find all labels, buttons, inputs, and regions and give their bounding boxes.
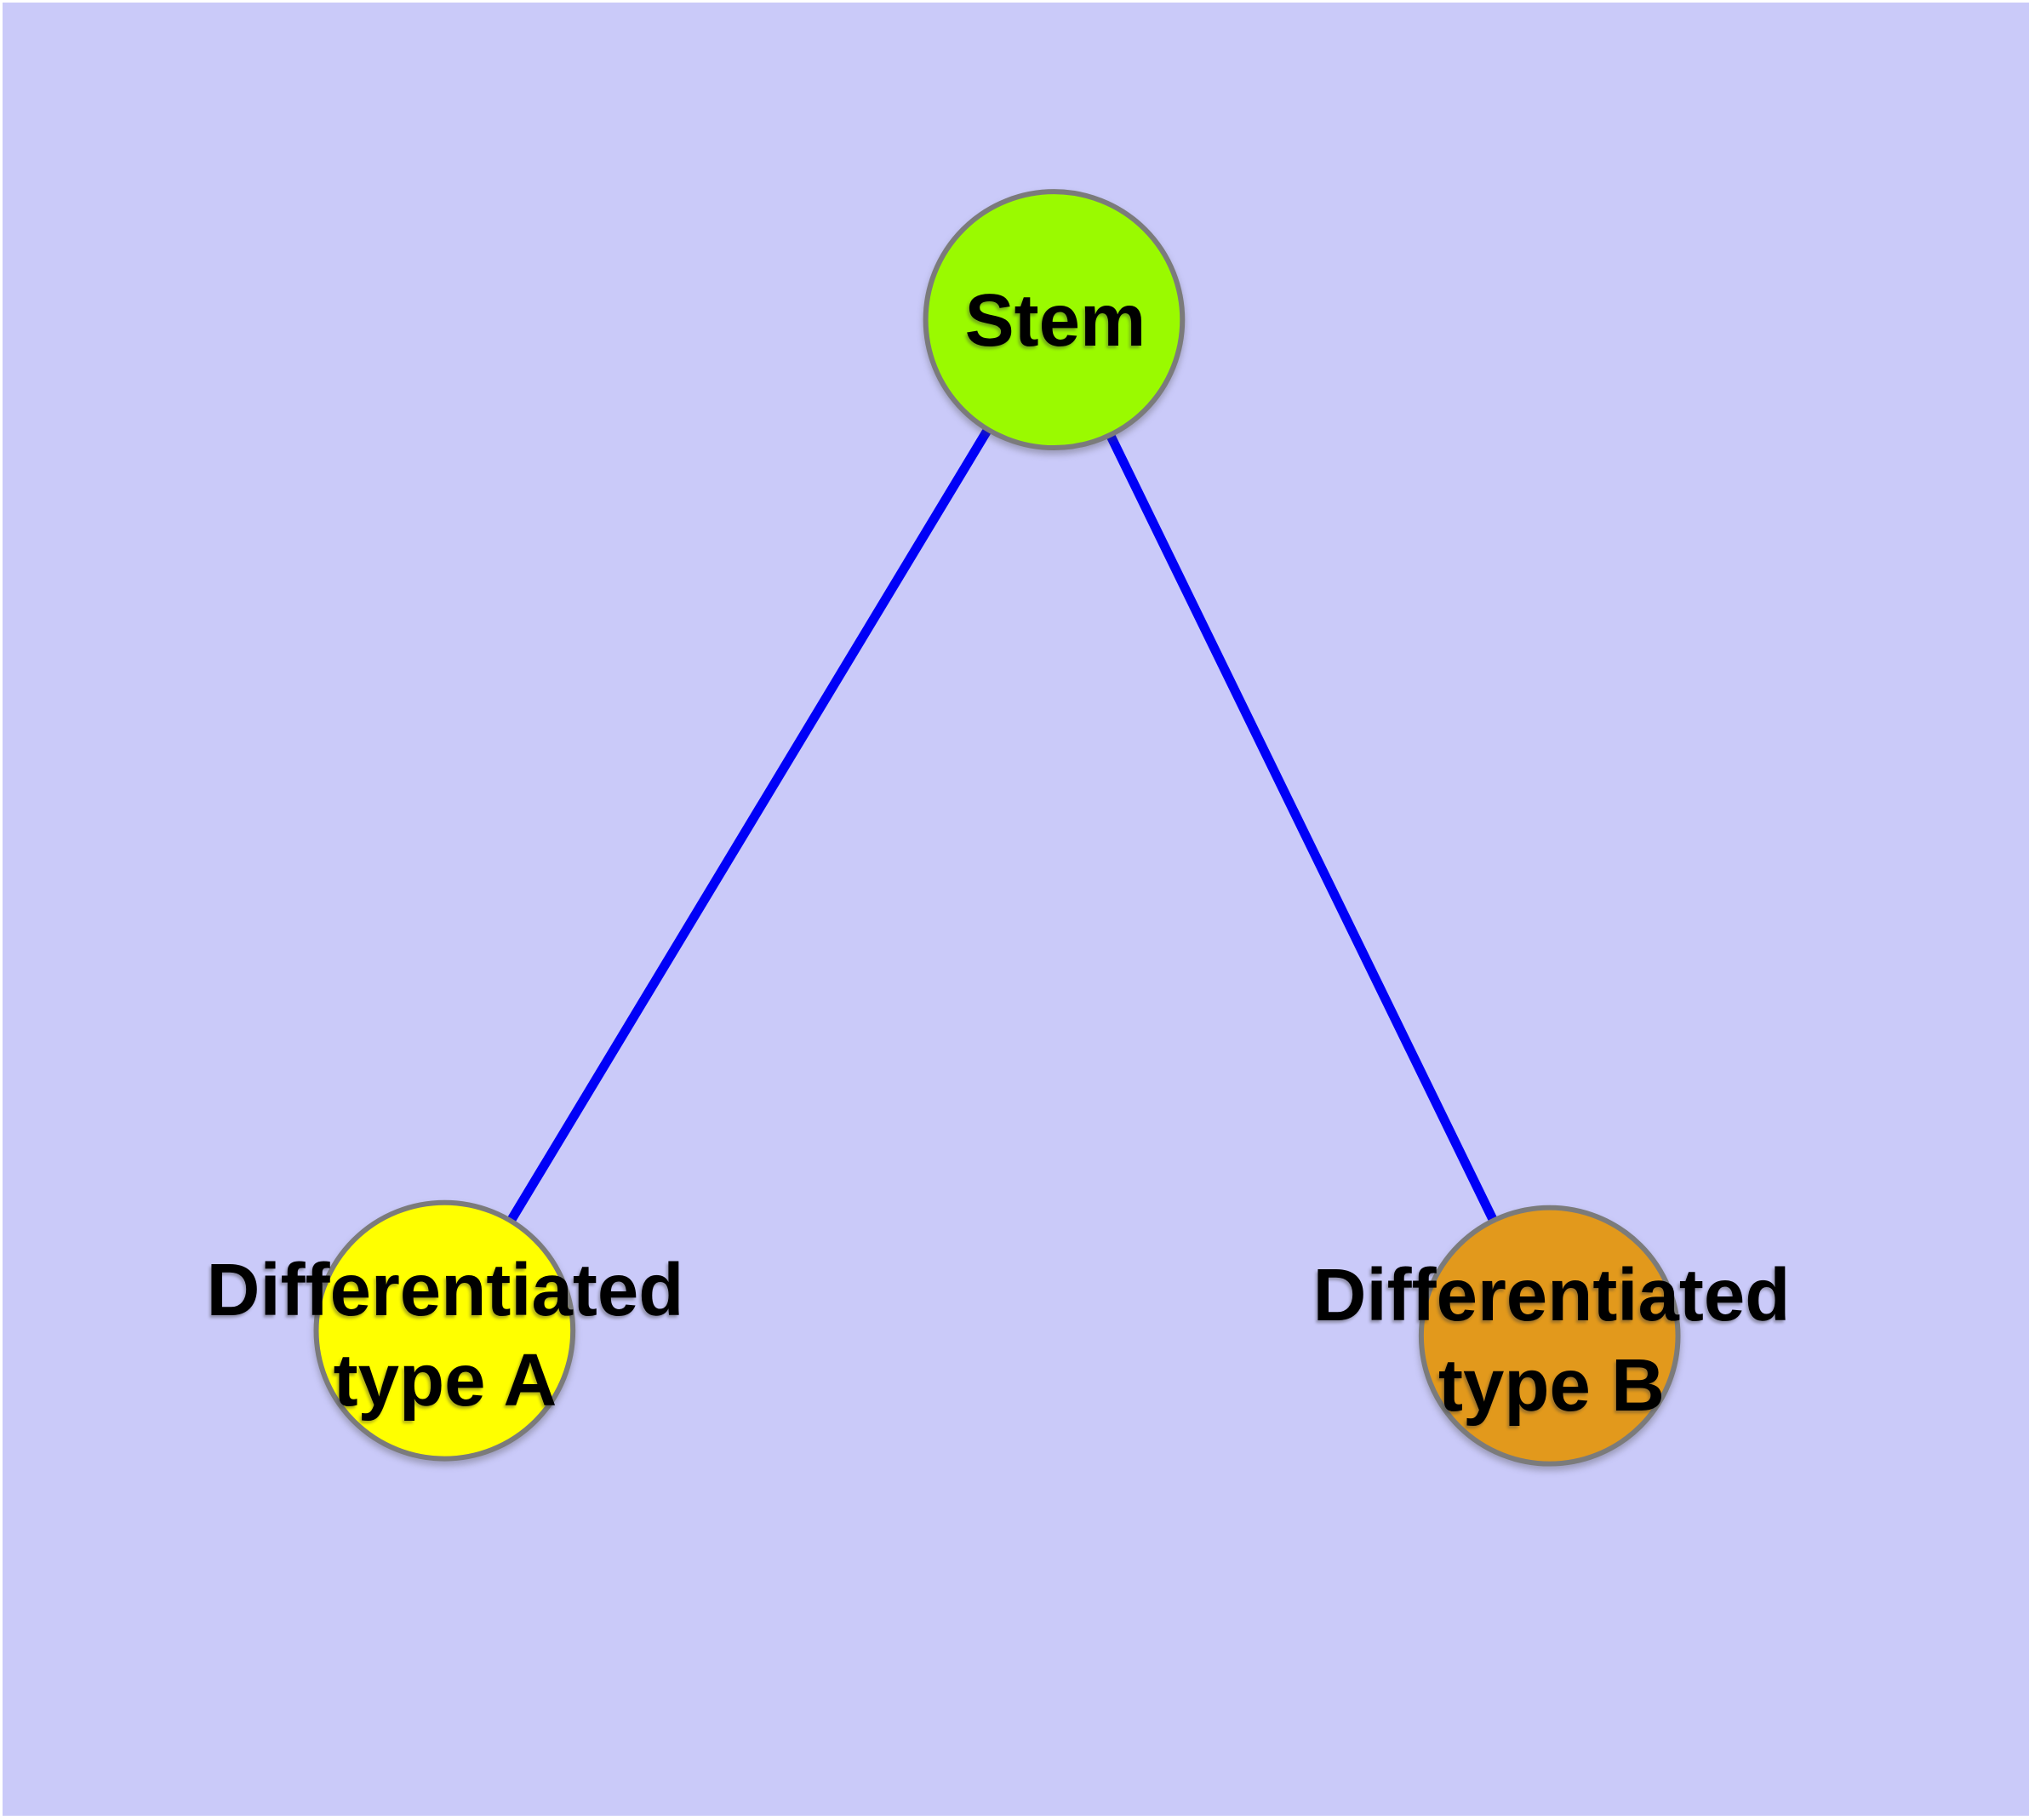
edge-stem-to-type-a	[440, 317, 1059, 1333]
node-stem-circle	[923, 189, 1186, 451]
node-type-b-circle	[1418, 1205, 1681, 1467]
graph-svg	[313, 189, 1681, 1467]
node-type-a-circle	[313, 1199, 576, 1462]
edge-stem-to-type-b	[1049, 318, 1554, 1338]
